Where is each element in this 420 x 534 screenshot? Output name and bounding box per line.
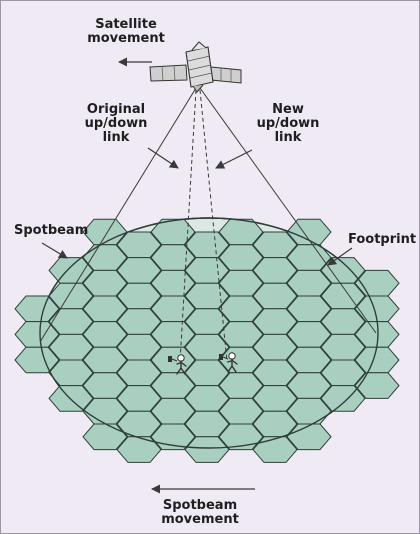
coverage-line-right xyxy=(199,87,377,334)
satellite-icon xyxy=(149,41,242,93)
spotbeam-cells xyxy=(14,218,400,463)
user-terminal-icon xyxy=(168,354,187,375)
original-link-pointer xyxy=(147,147,179,169)
spotbeam-pointer xyxy=(41,242,68,259)
new-link-label: New up/down link xyxy=(256,102,320,145)
spotbeam-cell xyxy=(116,436,162,463)
spotbeam-label: Spotbeam xyxy=(14,223,89,238)
spotbeam-cell xyxy=(184,436,230,463)
spotbeam-movement-label: Spotbeam movement xyxy=(161,498,239,527)
user-terminal-icon xyxy=(219,352,238,373)
original-link-label: Original up/down link xyxy=(84,102,148,145)
spotbeam-cell xyxy=(82,423,128,451)
coverage-line-left xyxy=(39,87,197,343)
new-link-pointer xyxy=(215,149,253,169)
spotbeam-cell xyxy=(354,372,400,399)
footprint-pointer xyxy=(327,247,353,266)
footprint-label: Footprint xyxy=(348,232,417,247)
spotbeam-cell xyxy=(218,423,264,451)
spotbeam-cell xyxy=(252,436,298,463)
new-link-line xyxy=(199,89,228,363)
original-link-line xyxy=(179,89,197,363)
footprint-outline xyxy=(39,217,379,449)
spotbeam-cell xyxy=(48,385,94,412)
satellite-movement-label: Satellite movement xyxy=(87,17,165,46)
